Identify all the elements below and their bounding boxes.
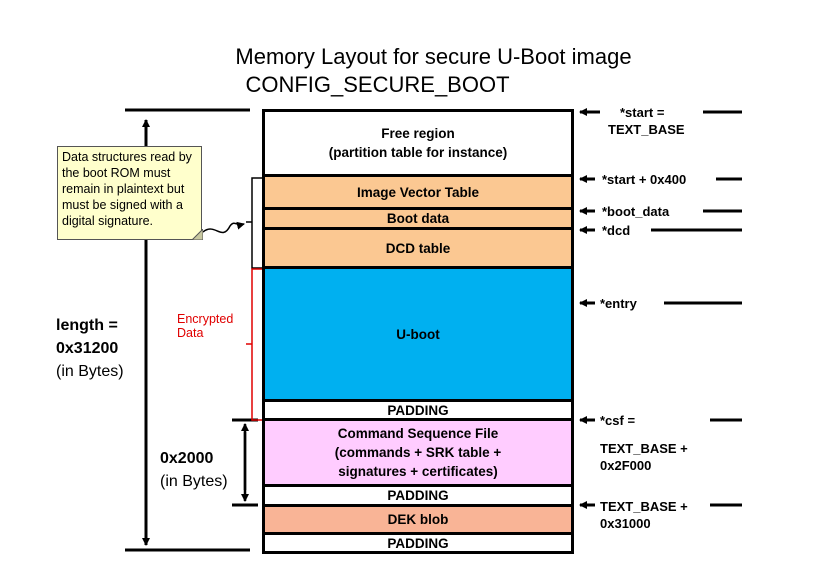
block-dcd-label: DCD table	[385, 240, 451, 256]
length-label: length = 0x31200 (in Bytes)	[56, 314, 124, 383]
block-free-region: Free region (partition table for instanc…	[262, 109, 574, 177]
block-padding-1-label: PADDING	[387, 402, 449, 418]
csf-size-unit: (in Bytes)	[160, 473, 228, 490]
block-u-boot: U-boot	[262, 269, 574, 402]
pointer-csf-value-1: TEXT_BASE +	[600, 441, 688, 456]
block-padding-2-label: PADDING	[387, 488, 449, 503]
diagram-title: Memory Layout for secure U-Boot image	[235, 44, 632, 69]
encrypted-label-line2: Data	[177, 326, 204, 340]
block-u-boot-label: U-boot	[396, 326, 440, 342]
plaintext-bracket	[246, 177, 262, 269]
pointer-csf-label: *csf =	[600, 413, 636, 428]
pointer-arrows	[579, 108, 742, 509]
pointer-dek-value-1: TEXT_BASE +	[600, 499, 688, 514]
plaintext-note: Data structures read by the boot ROM mus…	[57, 146, 202, 240]
pointer-start-value: TEXT_BASE	[608, 122, 685, 137]
block-csf-label-2: (commands + SRK table +	[334, 445, 502, 460]
pointer-dcd-label: *dcd	[602, 223, 631, 238]
block-padding-1: PADDING	[262, 402, 574, 421]
block-padding-3-label: PADDING	[387, 535, 449, 551]
csf-size-label: 0x2000 (in Bytes)	[160, 447, 228, 493]
block-command-sequence-file: Command Sequence File (commands + SRK ta…	[262, 421, 574, 487]
block-csf-label: Command Sequence File	[337, 426, 499, 441]
note-fold-icon	[192, 229, 203, 240]
pointer-dek-value-2: 0x31000	[600, 516, 651, 531]
csf-size-value: 0x2000	[160, 450, 214, 467]
length-label-line1: length =	[56, 317, 118, 334]
block-padding-2: PADDING	[262, 487, 574, 507]
pointer-start-label: *start =	[620, 105, 665, 120]
encrypted-bracket	[246, 268, 262, 421]
note-connector-icon	[202, 221, 245, 234]
block-boot-data-label: Boot data	[386, 211, 450, 226]
pointer-entry-label: *entry	[600, 296, 637, 311]
pointer-start400-label: *start + 0x400	[602, 172, 687, 187]
block-ivt-label: Image Vector Table	[356, 184, 480, 200]
length-value: 0x31200	[56, 340, 119, 357]
encrypted-label: Encrypted Data	[177, 312, 233, 340]
pointer-boot-data-label: *boot_data	[602, 204, 670, 219]
block-dek-label: DEK blob	[387, 512, 449, 527]
memory-stack: Free region (partition table for instanc…	[262, 109, 574, 554]
block-image-vector-table: Image Vector Table	[262, 177, 574, 210]
block-boot-data: Boot data	[262, 210, 574, 230]
length-unit: (in Bytes)	[56, 363, 124, 380]
block-free-region-label: Free region	[381, 126, 455, 141]
block-padding-3: PADDING	[262, 535, 574, 554]
block-dcd-table: DCD table	[262, 230, 574, 269]
block-dek-blob: DEK blob	[262, 507, 574, 535]
block-free-region-sublabel: (partition table for instance)	[328, 145, 508, 160]
pointer-csf-value-2: 0x2F000	[600, 458, 652, 473]
diagram-subtitle: CONFIG_SECURE_BOOT	[245, 72, 510, 97]
block-csf-label-3: signatures + certificates)	[338, 464, 498, 479]
encrypted-label-line1: Encrypted	[177, 312, 234, 326]
